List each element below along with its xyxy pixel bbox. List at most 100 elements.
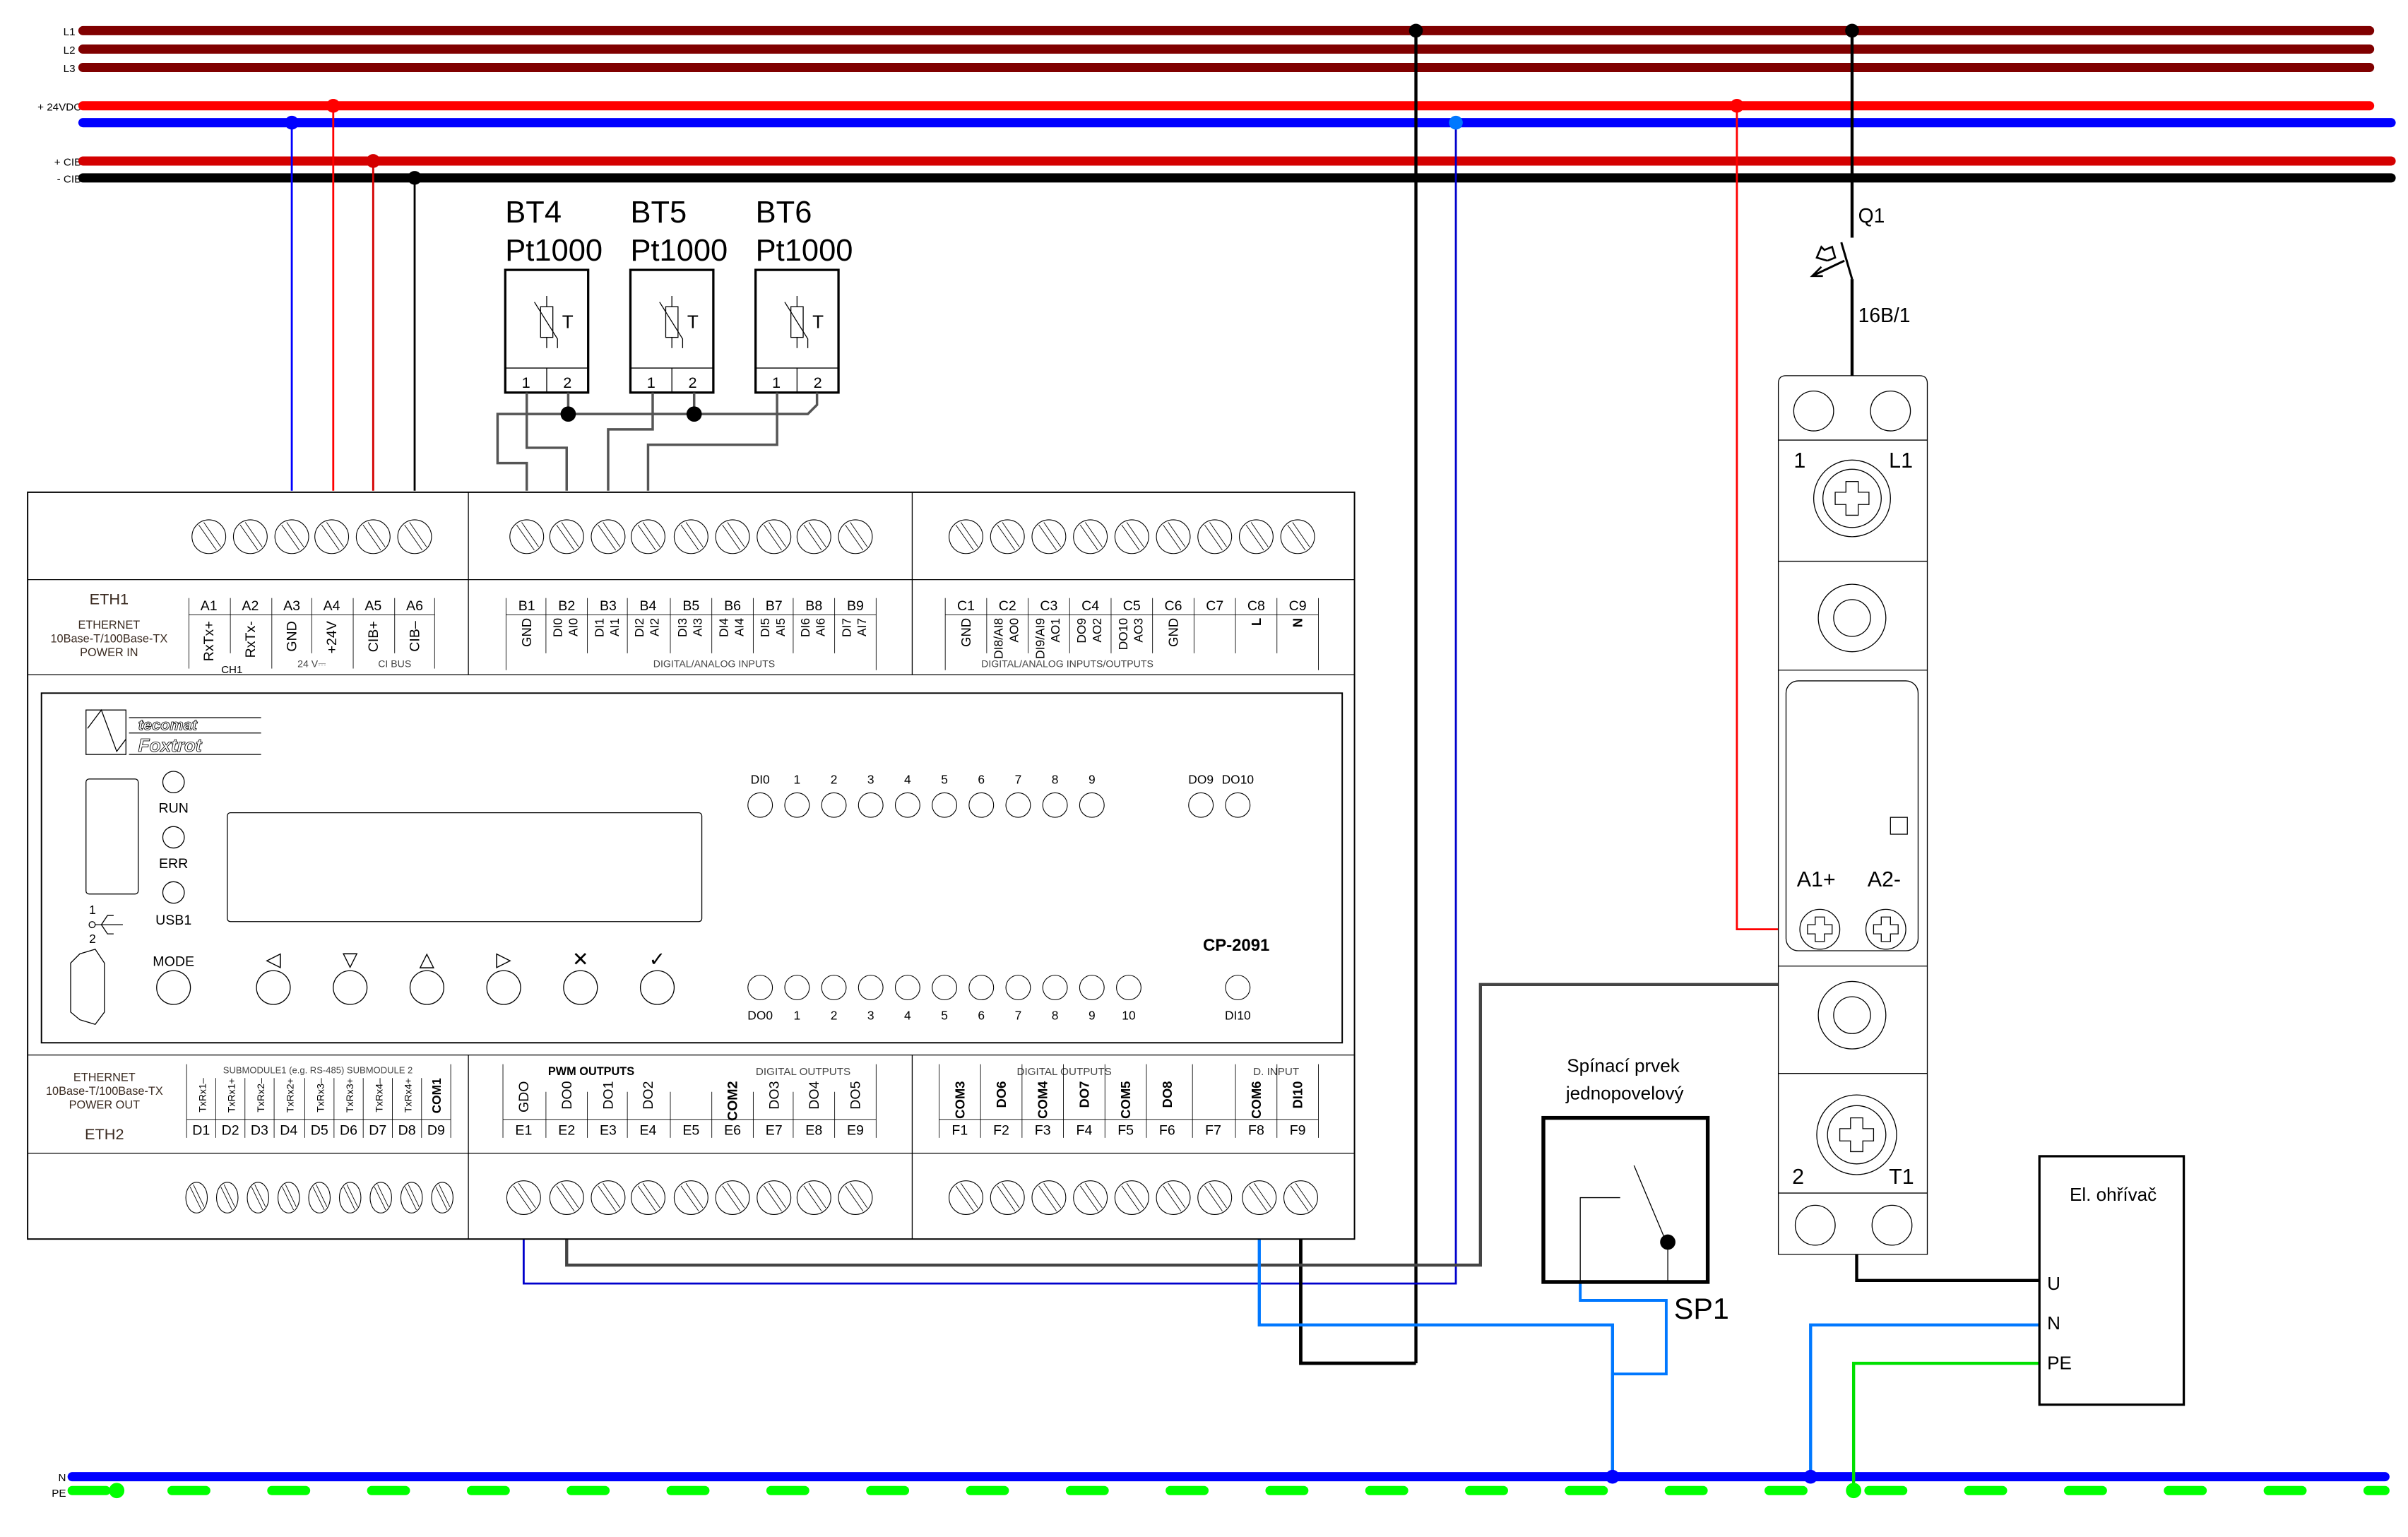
screw-slot [321, 524, 340, 551]
terminal-screw[interactable] [308, 1182, 331, 1213]
up-button[interactable] [409, 970, 444, 1005]
terminal-screw[interactable] [549, 519, 584, 554]
terminal-screw[interactable] [838, 1180, 873, 1215]
terminal-screw[interactable] [314, 519, 350, 554]
terminal-screw[interactable] [506, 1180, 541, 1215]
terminal-screw[interactable] [277, 1182, 300, 1213]
terminal-screw[interactable] [1280, 519, 1315, 554]
terminal-screw[interactable] [185, 1182, 208, 1213]
terminal-screw[interactable] [1073, 1180, 1108, 1215]
screw-slot [556, 1185, 575, 1211]
terminal-screw[interactable] [1242, 1180, 1277, 1215]
terminal-screw[interactable] [549, 1180, 584, 1215]
junction-dot [366, 154, 381, 168]
terminal-screw[interactable] [509, 519, 545, 554]
breaker-q1: Q1 16B/1 [1810, 204, 1911, 326]
screw-slot [1245, 524, 1264, 551]
terminal-screw[interactable] [397, 519, 432, 554]
screw-slot [439, 1184, 451, 1207]
breaker-trip-icon [1815, 245, 1837, 262]
terminal-screw[interactable] [400, 1182, 423, 1213]
usb-port[interactable] [70, 949, 105, 1025]
terminal-screw[interactable] [431, 1182, 453, 1213]
relay-label-panel [1785, 680, 1919, 951]
sd-card-slot[interactable] [85, 778, 139, 895]
terminal-signal: DI3 [675, 618, 689, 637]
group-ch1: CH1 [221, 664, 242, 676]
terminal-f [1114, 1180, 1149, 1215]
bus-label-PE: PE [52, 1488, 66, 1500]
group-label: DIGITAL/ANALOG INPUTS/OUTPUTS [981, 658, 1153, 669]
terminal-screw[interactable] [1114, 519, 1149, 554]
di-led [784, 792, 810, 818]
terminal-screw[interactable] [1283, 1180, 1318, 1215]
terminal-screw[interactable] [838, 519, 873, 554]
phillips-screw-icon [1873, 916, 1899, 942]
terminal-screw[interactable] [1238, 519, 1274, 554]
terminal-screw[interactable] [949, 1180, 983, 1215]
screw-slot [312, 1187, 325, 1211]
terminal-screw[interactable] [1197, 1180, 1233, 1215]
terminal-screw[interactable] [191, 519, 227, 554]
terminal-screw[interactable] [990, 519, 1025, 554]
terminal-screw[interactable] [591, 519, 626, 554]
logo-zigzag [87, 708, 126, 753]
terminal-screw[interactable] [949, 519, 983, 554]
ok-button[interactable] [639, 970, 675, 1005]
screw-slot [193, 1184, 205, 1207]
terminal-screw[interactable] [715, 519, 750, 554]
terminal-screw[interactable] [1073, 519, 1108, 554]
terminal-signal: AI2 [648, 618, 662, 636]
terminal-id: B5 [682, 598, 699, 614]
terminal-signal: GDO [516, 1081, 532, 1112]
junction-dot [285, 115, 299, 130]
left-button[interactable] [256, 970, 291, 1005]
terminal-screw[interactable] [796, 1180, 831, 1215]
terminal-screw[interactable] [1031, 519, 1067, 554]
terminal-screw[interactable] [1114, 1180, 1149, 1215]
down-button[interactable] [333, 970, 368, 1005]
heater-pin-U: U [2047, 1273, 2060, 1294]
terminal-screw[interactable] [338, 1182, 362, 1213]
terminal-screw[interactable] [369, 1182, 392, 1213]
screw-slot [598, 1185, 617, 1211]
right-button[interactable] [486, 970, 521, 1005]
cancel-button[interactable] [563, 970, 598, 1005]
wire-PE-to-heater [1851, 1361, 2040, 1491]
terminal-screw[interactable] [591, 1180, 626, 1215]
terminal-screw[interactable] [990, 1180, 1025, 1215]
terminal-screw[interactable] [715, 1180, 750, 1215]
terminal-screw[interactable] [1156, 519, 1191, 554]
sensor-type: Pt1000 [756, 234, 853, 268]
terminal-screw[interactable] [757, 1180, 792, 1215]
screw-slot [556, 524, 575, 551]
bottom-terminal-screws [185, 1180, 1318, 1215]
terminal-signal: TxRx4– [373, 1078, 384, 1112]
brand-tecomat: tecomat [138, 716, 198, 733]
terminal-signal: DO10 [1116, 618, 1130, 650]
terminal-screw[interactable] [631, 519, 665, 554]
terminal-screw[interactable] [631, 1180, 665, 1215]
screw-slot [680, 1185, 699, 1211]
terminal-screw[interactable] [673, 519, 708, 554]
terminal-screw[interactable] [216, 1182, 239, 1213]
terminal-screw[interactable] [355, 519, 391, 554]
terminal-screw[interactable] [1197, 519, 1233, 554]
terminal-screw[interactable] [247, 1182, 270, 1213]
terminal-screw[interactable] [757, 519, 792, 554]
screw-slot [1126, 522, 1144, 547]
terminal-screw[interactable] [274, 519, 309, 554]
terminal-screw[interactable] [673, 1180, 708, 1215]
terminal-screw[interactable] [796, 519, 831, 554]
terminal-screw[interactable] [1156, 1180, 1191, 1215]
terminal-signal: GND [959, 618, 973, 647]
terminal-signal: RxTx+ [201, 621, 217, 661]
di-led [932, 792, 958, 818]
screw-slot [1079, 1185, 1098, 1211]
terminal-screw[interactable] [1031, 1180, 1067, 1215]
screw-slot [1209, 522, 1227, 547]
terminal-e [591, 1180, 626, 1215]
mode-button[interactable] [156, 970, 191, 1005]
terminal-screw[interactable] [232, 519, 268, 554]
di-led [821, 792, 847, 818]
